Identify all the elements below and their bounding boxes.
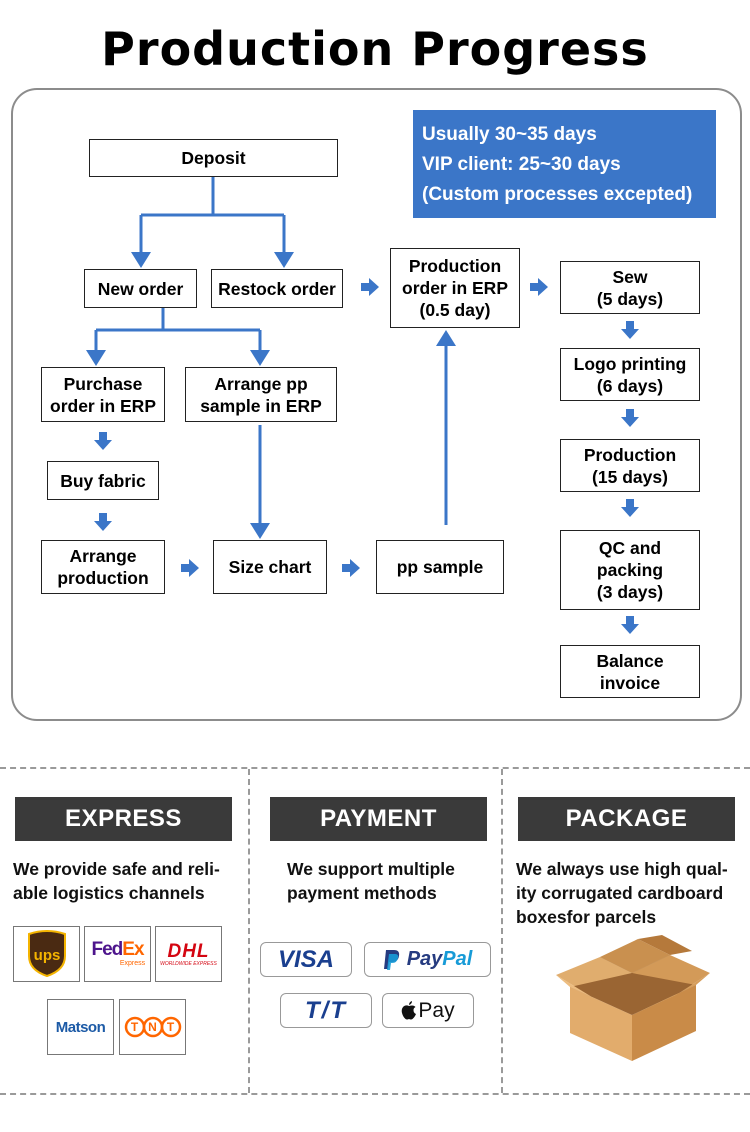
fedex-logo: FedEx Express — [84, 926, 151, 982]
box-arrange-production: Arrange production — [41, 540, 165, 594]
arrowhead-size-chart — [250, 523, 270, 539]
express-text-line-1: We provide safe and reli- — [13, 859, 220, 879]
arrowhead-purchase — [86, 350, 106, 366]
page-title: Production Progress — [101, 22, 649, 76]
paypal-pal: Pal — [442, 948, 473, 970]
small-arrow-down-2 — [94, 513, 112, 531]
box-logo-printing: Logo printing (6 days) — [560, 348, 700, 401]
applepay-badge: Pay — [382, 993, 474, 1028]
dhl-text: DHL — [167, 940, 210, 962]
fedex-sub: Express — [119, 960, 146, 967]
package-text-line-2: ity corrugated cardboard — [516, 883, 724, 903]
small-arrow-down-1 — [94, 432, 112, 450]
matson-text: Matson — [55, 1018, 106, 1036]
small-arrow-right-1 — [361, 278, 379, 296]
box-size-chart: Size chart — [213, 540, 327, 594]
paypal-p-icon — [383, 949, 399, 970]
small-arrow-down-4 — [621, 409, 639, 427]
visa-text: VISA — [277, 945, 334, 973]
small-arrow-right-4 — [342, 559, 360, 577]
package-heading: PACKAGE — [518, 797, 735, 841]
fedex-fed: Fed — [91, 939, 123, 960]
tnt-logo: TNT — [119, 999, 186, 1055]
section-divider-top — [0, 767, 750, 769]
box-balance-invoice: Balance invoice — [560, 645, 700, 698]
box-arrange-pp: Arrange pp sample in ERP — [185, 367, 337, 422]
small-arrow-down-3 — [621, 321, 639, 339]
section-divider-bottom — [0, 1093, 750, 1095]
box-deposit: Deposit — [89, 139, 338, 177]
cardboard-box-icon — [556, 935, 710, 1061]
box-purchase-order: Purchase order in ERP — [41, 367, 165, 422]
fedex-ex: Ex — [122, 939, 144, 960]
tt-text: T/T — [305, 996, 347, 1024]
tt-badge: T/T — [280, 993, 372, 1028]
visa-badge: VISA — [260, 942, 352, 977]
small-arrow-right-3 — [181, 559, 199, 577]
tnt-icon — [124, 1016, 181, 1038]
box-buy-fabric: Buy fabric — [47, 461, 159, 500]
express-heading: EXPRESS — [15, 797, 232, 841]
arrowhead-new-order — [131, 252, 151, 268]
box-pp-sample: pp sample — [376, 540, 504, 594]
dhl-sub: WORLDWIDE EXPRESS — [160, 960, 217, 967]
payment-text: We support multiple payment methods — [287, 857, 492, 905]
duration-note: Usually 30~35 days VIP client: 25~30 day… — [413, 110, 716, 218]
package-text-line-1: We always use high qual- — [516, 859, 728, 879]
box-restock-order: Restock order — [211, 269, 343, 308]
express-text-line-2: able logistics channels — [13, 883, 205, 903]
section-divider-2 — [501, 769, 503, 1093]
ups-logo: ups — [13, 926, 80, 982]
payment-text-line-1: We support multiple — [287, 859, 455, 879]
applepay-text: Pay — [418, 998, 455, 1022]
express-text: We provide safe and reli- able logistics… — [13, 857, 241, 905]
tnt-text: TNT — [130, 1020, 185, 1034]
box-new-order: New order — [84, 269, 197, 308]
package-text-line-3: boxesfor parcels — [516, 907, 657, 927]
dhl-logo: DHL WORLDWIDE EXPRESS — [155, 926, 222, 982]
box-qc-packing: QC and packing (3 days) — [560, 530, 700, 610]
arrowhead-arrange-pp — [250, 350, 270, 366]
box-production-order: Production order in ERP (0.5 day) — [390, 248, 520, 328]
section-divider-1 — [248, 769, 250, 1093]
payment-heading: PAYMENT — [270, 797, 487, 841]
matson-logo: Matson — [47, 999, 114, 1055]
package-text: We always use high qual- ity corrugated … — [516, 857, 741, 929]
apple-icon — [402, 1001, 417, 1020]
paypal-pay: Pay — [406, 948, 443, 970]
note-line-3: (Custom processes excepted) — [422, 184, 693, 205]
payment-text-line-2: payment methods — [287, 883, 437, 903]
ups-shield-icon: ups — [27, 930, 66, 978]
arrowhead-restock — [274, 252, 294, 268]
note-line-1: Usually 30~35 days — [422, 124, 597, 145]
flow-connectors — [86, 177, 639, 634]
box-production: Production (15 days) — [560, 439, 700, 492]
arrowhead-production-order — [436, 330, 456, 346]
box-sew: Sew (5 days) — [560, 261, 700, 314]
ups-logo-text: ups — [33, 947, 60, 964]
small-arrow-down-5 — [621, 499, 639, 517]
small-arrow-down-6 — [621, 616, 639, 634]
note-line-2: VIP client: 25~30 days — [422, 154, 621, 175]
small-arrow-right-2 — [530, 278, 548, 296]
